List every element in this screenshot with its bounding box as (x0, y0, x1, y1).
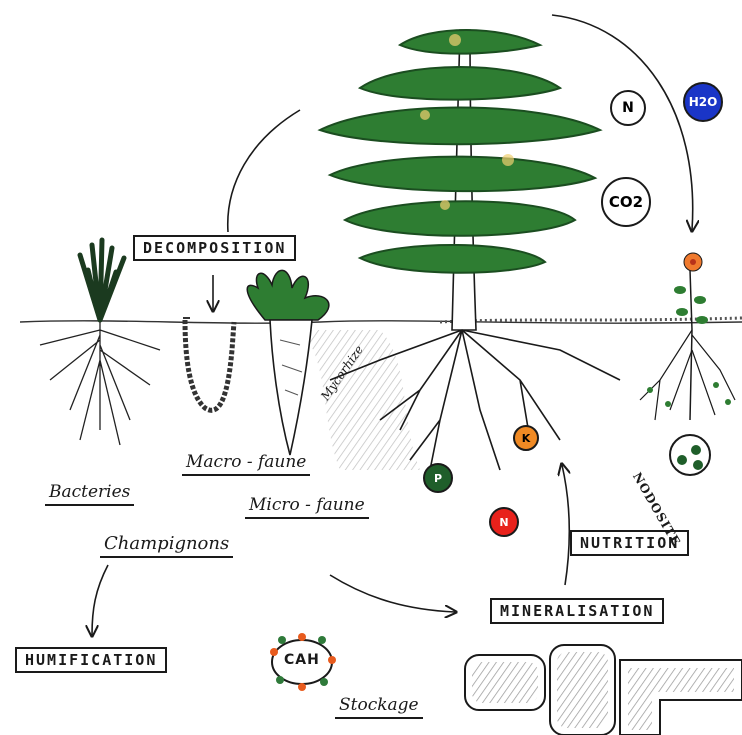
root-vegetable (247, 270, 329, 455)
label-decomposition: DECOMPOSITION (133, 235, 296, 261)
label-humification: HUMIFICATION (15, 647, 167, 673)
legume-plant (640, 253, 735, 475)
grass-plant (40, 240, 160, 445)
earthworm (185, 320, 234, 410)
cah-complex: CAH (262, 632, 342, 692)
label-micro-faune: Micro - faune (245, 495, 369, 519)
label-bacteries: Bacteries (45, 482, 134, 506)
rocks (465, 645, 742, 735)
arrow-mineralisation-to-roots (562, 465, 569, 585)
nutrient-water-circle: H2O (683, 82, 723, 122)
nutrient-n-circle: N (610, 90, 646, 126)
ground-line (20, 321, 742, 323)
nutrient-n-red-circle: N (489, 507, 519, 537)
label-mineralisation: MINERALISATION (490, 598, 664, 624)
cah-label: CAH (284, 652, 320, 668)
label-stockage: Stockage (335, 695, 423, 719)
arrow-to-mineralisation (330, 575, 455, 612)
nutrient-p-circle: P (423, 463, 453, 493)
label-champignons: Champignons (100, 533, 233, 558)
arrow-tree-to-decomposition (228, 110, 300, 232)
arrow-to-humification (92, 565, 108, 635)
label-macro-faune: Macro - faune (182, 452, 310, 476)
nutrient-co2-circle: CO2 (601, 177, 651, 227)
nutrient-k-circle: K (513, 425, 539, 451)
